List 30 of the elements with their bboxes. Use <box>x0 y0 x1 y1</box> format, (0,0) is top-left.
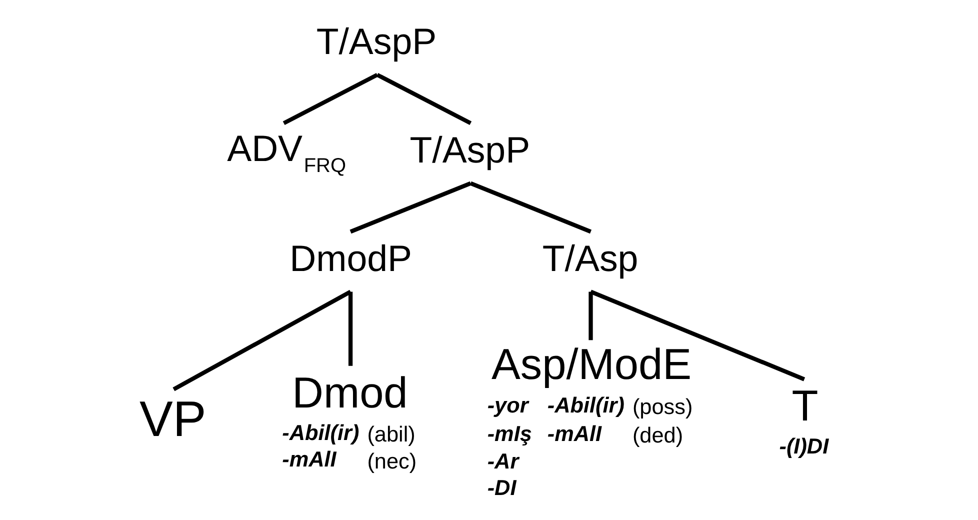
node-label: (abil) <box>367 422 416 447</box>
node-label: (poss) <box>632 394 693 420</box>
node-label: -(I)DI <box>779 433 829 458</box>
node-label: -DI <box>487 475 516 500</box>
connector <box>588 292 593 340</box>
node-label: -mIş <box>487 420 532 446</box>
node-text: T/Asp <box>542 238 638 280</box>
connector <box>350 181 472 234</box>
node-text: T/AspP <box>410 130 530 171</box>
node-label: (nec) <box>367 448 417 474</box>
node-label: (ded) <box>632 422 684 448</box>
node-text: Asp/ModE <box>492 340 692 389</box>
connector <box>348 292 353 366</box>
connector <box>590 290 806 382</box>
node-label: -Ar <box>487 448 519 474</box>
connector <box>376 72 472 126</box>
connector <box>172 290 352 392</box>
node-label: -Abil(ir) <box>282 420 360 445</box>
node-label: -Abil(ir) <box>547 392 624 418</box>
node-text: T/AspP <box>316 21 437 62</box>
connector <box>470 181 592 234</box>
node-text: Dmod <box>292 369 408 418</box>
node-label: -mAlI <box>282 446 336 472</box>
node-label: -yor <box>487 392 528 418</box>
node-text: T <box>792 382 818 431</box>
node-text: VP <box>140 390 206 447</box>
node-text: ADV$_{FRQ}$ <box>227 128 346 177</box>
node-text: DmodP <box>290 238 412 280</box>
node-label: -mAlI <box>547 420 602 446</box>
connector <box>282 72 378 126</box>
